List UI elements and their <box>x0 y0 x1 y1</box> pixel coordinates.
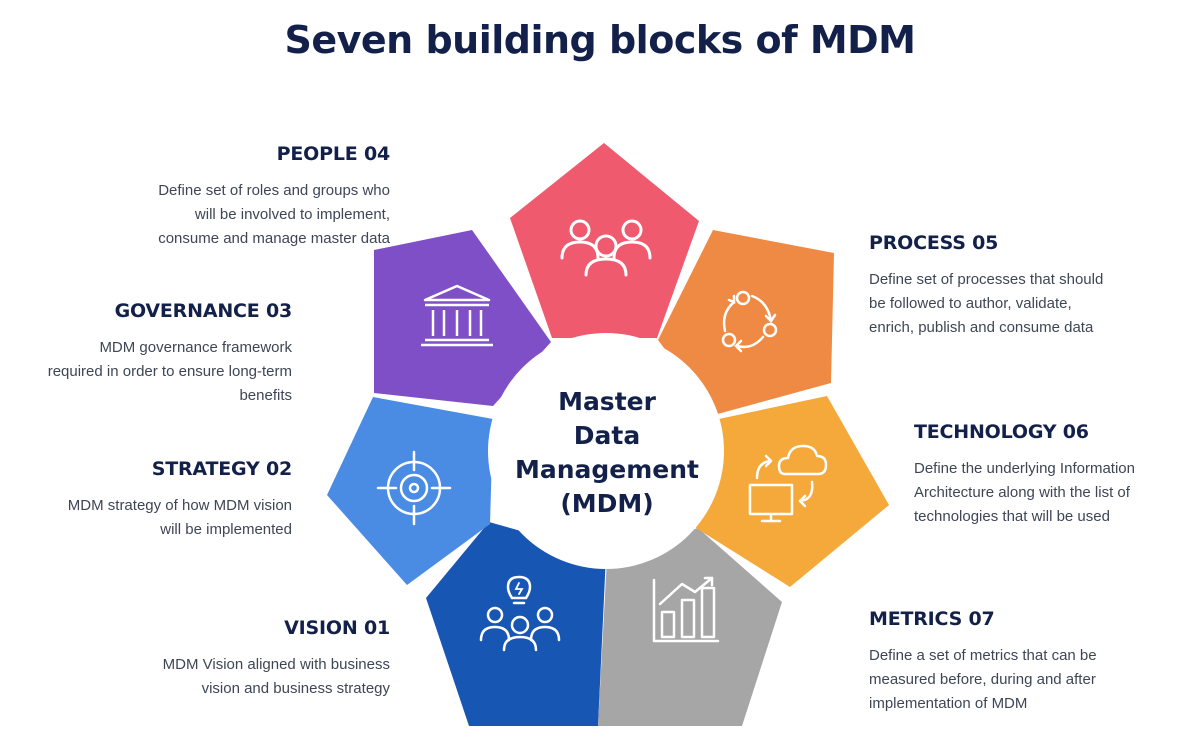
technology-desc-line-2: Architecture along with the list of <box>914 484 1130 501</box>
center-circle <box>488 333 724 569</box>
process-desc-line-1: Define set of processes that should <box>869 271 1104 288</box>
people-desc-line-1: Define set of roles and groups who <box>158 182 390 199</box>
governance-desc-line-2: required in order to ensure long-term <box>47 363 292 380</box>
governance-pentagon <box>374 230 551 406</box>
center-title: Master Data Management (MDM) <box>484 385 730 521</box>
technology-block: TECHNOLOGY 06 Define the underlying Info… <box>914 421 1194 529</box>
metrics-block: METRICS 07 Define a set of metrics that … <box>869 608 1189 716</box>
metrics-heading: METRICS 07 <box>869 608 995 630</box>
strategy-desc-line-1: MDM strategy of how MDM vision <box>67 497 292 514</box>
cloud-computer-icon <box>748 444 828 523</box>
center-line-1: Master <box>558 387 656 416</box>
page-title: Seven building blocks of MDM <box>284 18 917 62</box>
cycle-icon <box>721 290 778 353</box>
people-desc-line-2: will be involved to implement, <box>194 206 390 223</box>
process-desc-line-2: be followed to author, validate, <box>869 295 1072 312</box>
team-idea-icon <box>479 575 561 652</box>
vision-desc-line-2: vision and business strategy <box>201 680 390 697</box>
people-desc-line-3: consume and manage master data <box>158 230 390 247</box>
governance-desc-line-3: benefits <box>239 387 292 404</box>
metrics-desc-line-1: Define a set of metrics that can be <box>869 647 1097 664</box>
vision-block: VISION 01 MDM Vision aligned with busine… <box>60 617 391 701</box>
metrics-desc-line-3: implementation of MDM <box>869 695 1028 712</box>
governance-block: GOVERNANCE 03 MDM governance framework r… <box>0 300 292 408</box>
institution-icon <box>421 284 493 347</box>
vision-desc-line-1: MDM Vision aligned with business <box>162 656 390 673</box>
bar-chart-icon <box>652 576 720 643</box>
center-line-2: Data <box>573 421 641 450</box>
people-block: PEOPLE 04 Define set of roles and groups… <box>60 143 390 251</box>
center-line-4: (MDM) <box>560 489 654 518</box>
governance-desc-line-1: MDM governance framework <box>99 339 292 356</box>
process-pentagon <box>658 230 834 415</box>
technology-heading: TECHNOLOGY 06 <box>914 421 1089 443</box>
strategy-desc-line-2: will be implemented <box>160 521 292 538</box>
strategy-heading: STRATEGY 02 <box>151 458 292 480</box>
people-pentagon <box>510 143 699 338</box>
technology-desc-line-3: technologies that will be used <box>914 508 1110 525</box>
governance-heading: GOVERNANCE 03 <box>114 300 293 322</box>
people-group-icon <box>560 219 652 277</box>
strategy-block: STRATEGY 02 MDM strategy of how MDM visi… <box>0 458 292 542</box>
vision-heading: VISION 01 <box>284 617 390 639</box>
process-heading: PROCESS 05 <box>869 232 999 254</box>
process-desc-line-3: enrich, publish and consume data <box>869 319 1094 336</box>
technology-desc-line-1: Define the underlying Information <box>914 460 1135 477</box>
center-line-3: Management <box>514 455 700 484</box>
process-block: PROCESS 05 Define set of processes that … <box>869 232 1189 340</box>
people-heading: PEOPLE 04 <box>276 143 391 165</box>
target-icon <box>376 450 452 526</box>
metrics-desc-line-2: measured before, during and after <box>869 671 1096 688</box>
metrics-pentagon <box>598 528 782 726</box>
vision-pentagon <box>426 522 606 726</box>
